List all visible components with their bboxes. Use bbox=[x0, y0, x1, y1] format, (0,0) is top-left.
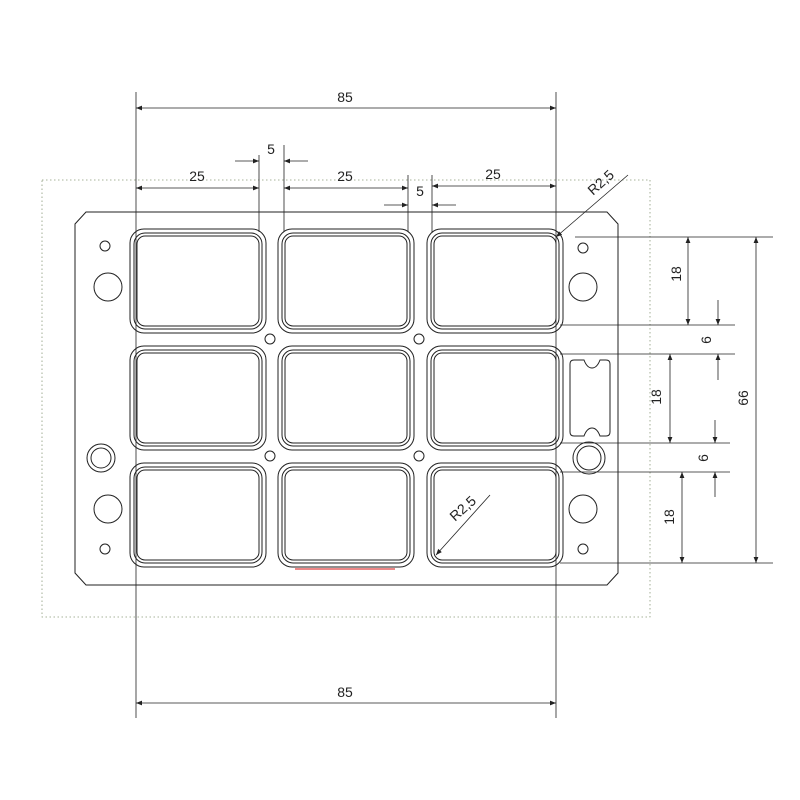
hole-large bbox=[572, 441, 606, 475]
hole-small bbox=[99, 240, 111, 252]
slot bbox=[569, 359, 611, 437]
dim-pocket-height-2: 18 bbox=[648, 389, 664, 405]
hole-small bbox=[577, 242, 589, 254]
pocket-r3-c3 bbox=[430, 466, 560, 564]
dim-pocket-height-3: 18 bbox=[661, 509, 677, 525]
dim-overall-width-bottom: 85 bbox=[337, 684, 353, 700]
dim-pocket-width-3: 25 bbox=[485, 166, 501, 182]
pocket-r2-c3 bbox=[430, 349, 560, 447]
pocket-r3-c2 bbox=[281, 466, 411, 564]
page-frame bbox=[41, 179, 651, 618]
hole-large bbox=[86, 443, 116, 473]
hole-small bbox=[413, 450, 425, 462]
hole-large bbox=[568, 272, 598, 302]
pocket-r3-c2 bbox=[284, 469, 408, 561]
hole-small bbox=[99, 543, 111, 555]
pocket-r2-c1 bbox=[133, 349, 263, 447]
dim-pocket-height-1: 18 bbox=[668, 266, 684, 282]
hole-large-inner bbox=[90, 447, 112, 469]
hole-small bbox=[413, 333, 425, 345]
dim-overall-width-top: 85 bbox=[337, 89, 353, 105]
dim-radius-bottom: R2,5 bbox=[446, 492, 479, 524]
dim-radius-top: R2,5 bbox=[584, 166, 617, 198]
dim-pocket-width-1: 25 bbox=[189, 168, 205, 184]
hole-small bbox=[264, 450, 276, 462]
pocket-r1-c1 bbox=[136, 235, 260, 327]
pocket-r3-c1 bbox=[133, 466, 263, 564]
pocket-r3-c1 bbox=[136, 469, 260, 561]
pocket-r2-c2 bbox=[284, 352, 408, 444]
pocket-r1-c2 bbox=[281, 232, 411, 330]
pocket-r2-c3 bbox=[426, 345, 564, 451]
pocket-r3-c2 bbox=[277, 462, 415, 568]
dim-overall-height: 66 bbox=[735, 390, 751, 406]
pocket-r2-c1 bbox=[136, 352, 260, 444]
pocket-r2-c2 bbox=[277, 345, 415, 451]
hole-large bbox=[93, 272, 123, 302]
hole-large bbox=[93, 494, 123, 524]
pocket-r1-c2 bbox=[284, 235, 408, 327]
pocket-r1-c2 bbox=[277, 228, 415, 334]
pocket-r3-c1 bbox=[129, 462, 267, 568]
dim-pocket-width-2: 25 bbox=[337, 168, 353, 184]
dim-row-gap-2: 6 bbox=[695, 454, 711, 462]
dim-row-gap-1: 6 bbox=[698, 336, 714, 344]
hole-small bbox=[264, 333, 276, 345]
pocket-r1-c1 bbox=[129, 228, 267, 334]
pocket-r2-c2 bbox=[281, 349, 411, 447]
pocket-r1-c3 bbox=[430, 232, 560, 330]
dimension-lines bbox=[136, 105, 759, 706]
pocket-r1-c3 bbox=[433, 235, 557, 327]
pocket-r3-c3 bbox=[426, 462, 564, 568]
pocket-r1-c1 bbox=[133, 232, 263, 330]
pocket-r2-c1 bbox=[129, 345, 267, 451]
pocket-r2-c3 bbox=[433, 352, 557, 444]
pocket-grid bbox=[129, 228, 564, 568]
hole-large-inner bbox=[576, 445, 602, 471]
dim-gap-2: 5 bbox=[416, 183, 424, 199]
dim-gap-1: 5 bbox=[267, 141, 275, 157]
hole-small bbox=[577, 543, 589, 555]
pocket-r1-c3 bbox=[426, 228, 564, 334]
plate-outline bbox=[74, 211, 619, 586]
hole-large bbox=[568, 494, 598, 524]
mounting-holes bbox=[86, 240, 611, 555]
